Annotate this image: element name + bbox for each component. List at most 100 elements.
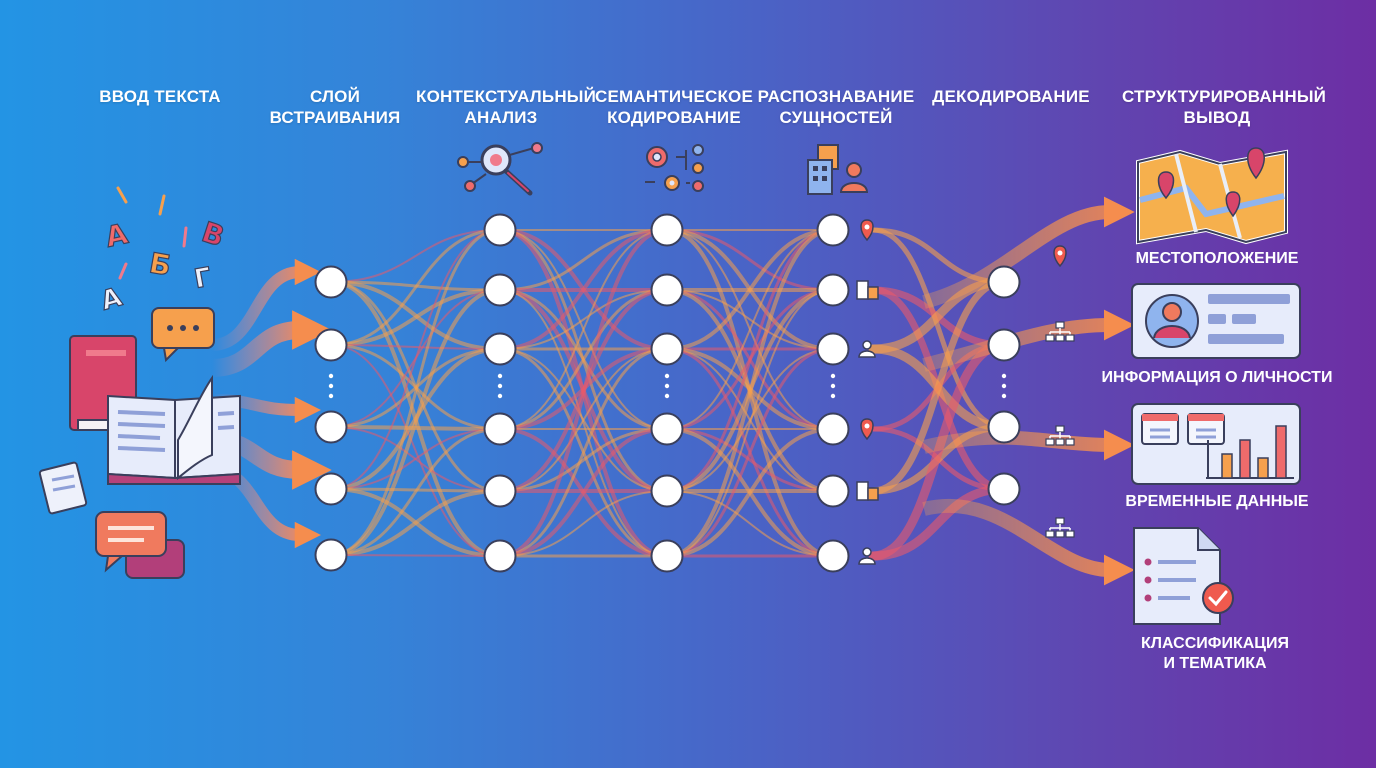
neuron-node bbox=[314, 410, 348, 444]
flow-line bbox=[666, 289, 834, 350]
neuron-node bbox=[650, 539, 684, 573]
output-arrows bbox=[922, 196, 1135, 586]
flow-line bbox=[498, 427, 669, 558]
neuron-node bbox=[314, 328, 348, 362]
input-illustration bbox=[38, 186, 241, 579]
flow-line bbox=[330, 229, 501, 283]
neuron-node bbox=[816, 213, 850, 247]
location-pin-icon bbox=[860, 219, 874, 242]
ellipsis-dot bbox=[830, 373, 836, 379]
location-pin-icon bbox=[1053, 245, 1067, 268]
output-label-person: ИНФОРМАЦИЯ О ЛИЧНОСТИ bbox=[1101, 369, 1333, 386]
neuron-node bbox=[987, 265, 1021, 299]
output-flow-arrow bbox=[922, 196, 1135, 309]
map-icon bbox=[1136, 147, 1288, 245]
neuron-node bbox=[987, 472, 1021, 506]
checked-document-icon bbox=[1133, 527, 1234, 625]
open-book-icon bbox=[107, 374, 241, 485]
neuron-node bbox=[987, 328, 1021, 362]
letter-b-soft: Б bbox=[147, 246, 174, 282]
neuron-node bbox=[650, 412, 684, 446]
flow-line bbox=[666, 229, 834, 430]
hierarchy-icon bbox=[1045, 517, 1075, 538]
flow-line bbox=[498, 427, 669, 493]
output-flow-arrow bbox=[922, 498, 1135, 586]
person-icon bbox=[858, 340, 876, 358]
flow-line bbox=[499, 348, 668, 492]
ellipsis-dot bbox=[328, 383, 334, 389]
stage-title-input: ВВОД ТЕКСТА bbox=[99, 87, 221, 106]
ellipsis-dot bbox=[830, 383, 836, 389]
ellipsis-dot bbox=[664, 383, 670, 389]
floating-letters: А Б В Г А bbox=[97, 215, 229, 318]
neuron-node bbox=[483, 332, 517, 366]
neuron-node bbox=[816, 332, 850, 366]
flow-line bbox=[330, 344, 501, 557]
neuron-node bbox=[816, 273, 850, 307]
output-label-temporal: ВРЕМЕННЫЕ ДАННЫЕ bbox=[1125, 493, 1309, 510]
hierarchy-icon bbox=[1045, 425, 1075, 446]
stage-title-semantic-encoding: СЕМАНТИЧЕСКОЕ КОДИРОВАНИЕ bbox=[594, 87, 754, 127]
messages-icon bbox=[95, 511, 185, 579]
flow-line bbox=[498, 347, 669, 558]
flow-line bbox=[329, 288, 502, 557]
flow-line bbox=[329, 288, 502, 347]
letter-v: В bbox=[198, 215, 228, 253]
neuron-node bbox=[483, 273, 517, 307]
flow-line bbox=[329, 228, 502, 347]
flow-line bbox=[665, 427, 835, 493]
flow-band bbox=[869, 278, 1008, 495]
flow-band bbox=[870, 227, 1007, 430]
letter-g: Г bbox=[192, 262, 214, 294]
flow-line bbox=[498, 288, 669, 431]
neuron-node bbox=[483, 412, 517, 446]
connection-flows bbox=[329, 227, 1009, 561]
ellipsis-dot bbox=[1001, 373, 1007, 379]
flow-line bbox=[665, 228, 835, 292]
flow-line bbox=[498, 228, 669, 292]
stage-title-entity-recognition: РАСПОЗНАВАНИЕ СУЩНОСТЕЙ bbox=[757, 87, 915, 127]
letter-a-2: А bbox=[98, 282, 126, 316]
input-flow-arrow bbox=[211, 310, 332, 377]
id-card-icon bbox=[1131, 283, 1301, 359]
neuron-node bbox=[483, 539, 517, 573]
calendar-chart-icon bbox=[1131, 403, 1301, 485]
output-flow-arrow bbox=[922, 429, 1135, 461]
stage-title-structured-output: СТРУКТУРИРОВАННЫЙ ВЫВОД bbox=[1122, 87, 1327, 127]
flow-line bbox=[666, 289, 834, 557]
building-icon bbox=[856, 280, 879, 300]
gears-network-icon bbox=[645, 144, 704, 192]
output-label-location: МЕСТОПОЛОЖЕНИЕ bbox=[1135, 250, 1299, 267]
neuron-node bbox=[314, 265, 348, 299]
flow-line bbox=[329, 427, 502, 557]
neuron-node bbox=[816, 474, 850, 508]
neuron-node bbox=[816, 539, 850, 573]
ellipsis-dot bbox=[328, 393, 334, 399]
stage-title-context-analysis: КОНТЕКСТУАЛЬНЫЙ АНАЛИЗ bbox=[416, 87, 597, 127]
neuron-node bbox=[483, 474, 517, 508]
flow-line bbox=[665, 427, 835, 558]
neuron-node bbox=[650, 474, 684, 508]
ellipsis-dot bbox=[664, 393, 670, 399]
flow-line bbox=[330, 229, 501, 490]
ellipsis-dot bbox=[328, 373, 334, 379]
chat-bubble-icon bbox=[151, 307, 215, 363]
ellipsis-dot bbox=[830, 393, 836, 399]
flow-line bbox=[330, 428, 501, 490]
flow-line bbox=[330, 344, 501, 350]
neuron-nodes bbox=[314, 213, 1075, 573]
neuron-node bbox=[650, 213, 684, 247]
flow-line bbox=[665, 228, 835, 558]
input-flow-arrow bbox=[211, 258, 322, 351]
ellipsis-dot bbox=[497, 393, 503, 399]
flow-line bbox=[499, 289, 668, 557]
stage-title-decoding: ДЕКОДИРОВАНИЕ bbox=[932, 87, 1090, 106]
letter-a: А bbox=[103, 217, 131, 254]
note-icon bbox=[38, 461, 88, 515]
neuron-node bbox=[987, 410, 1021, 444]
flow-line bbox=[499, 490, 668, 557]
person-icon bbox=[858, 547, 876, 565]
flow-band bbox=[868, 484, 1009, 561]
flow-line bbox=[499, 229, 668, 430]
